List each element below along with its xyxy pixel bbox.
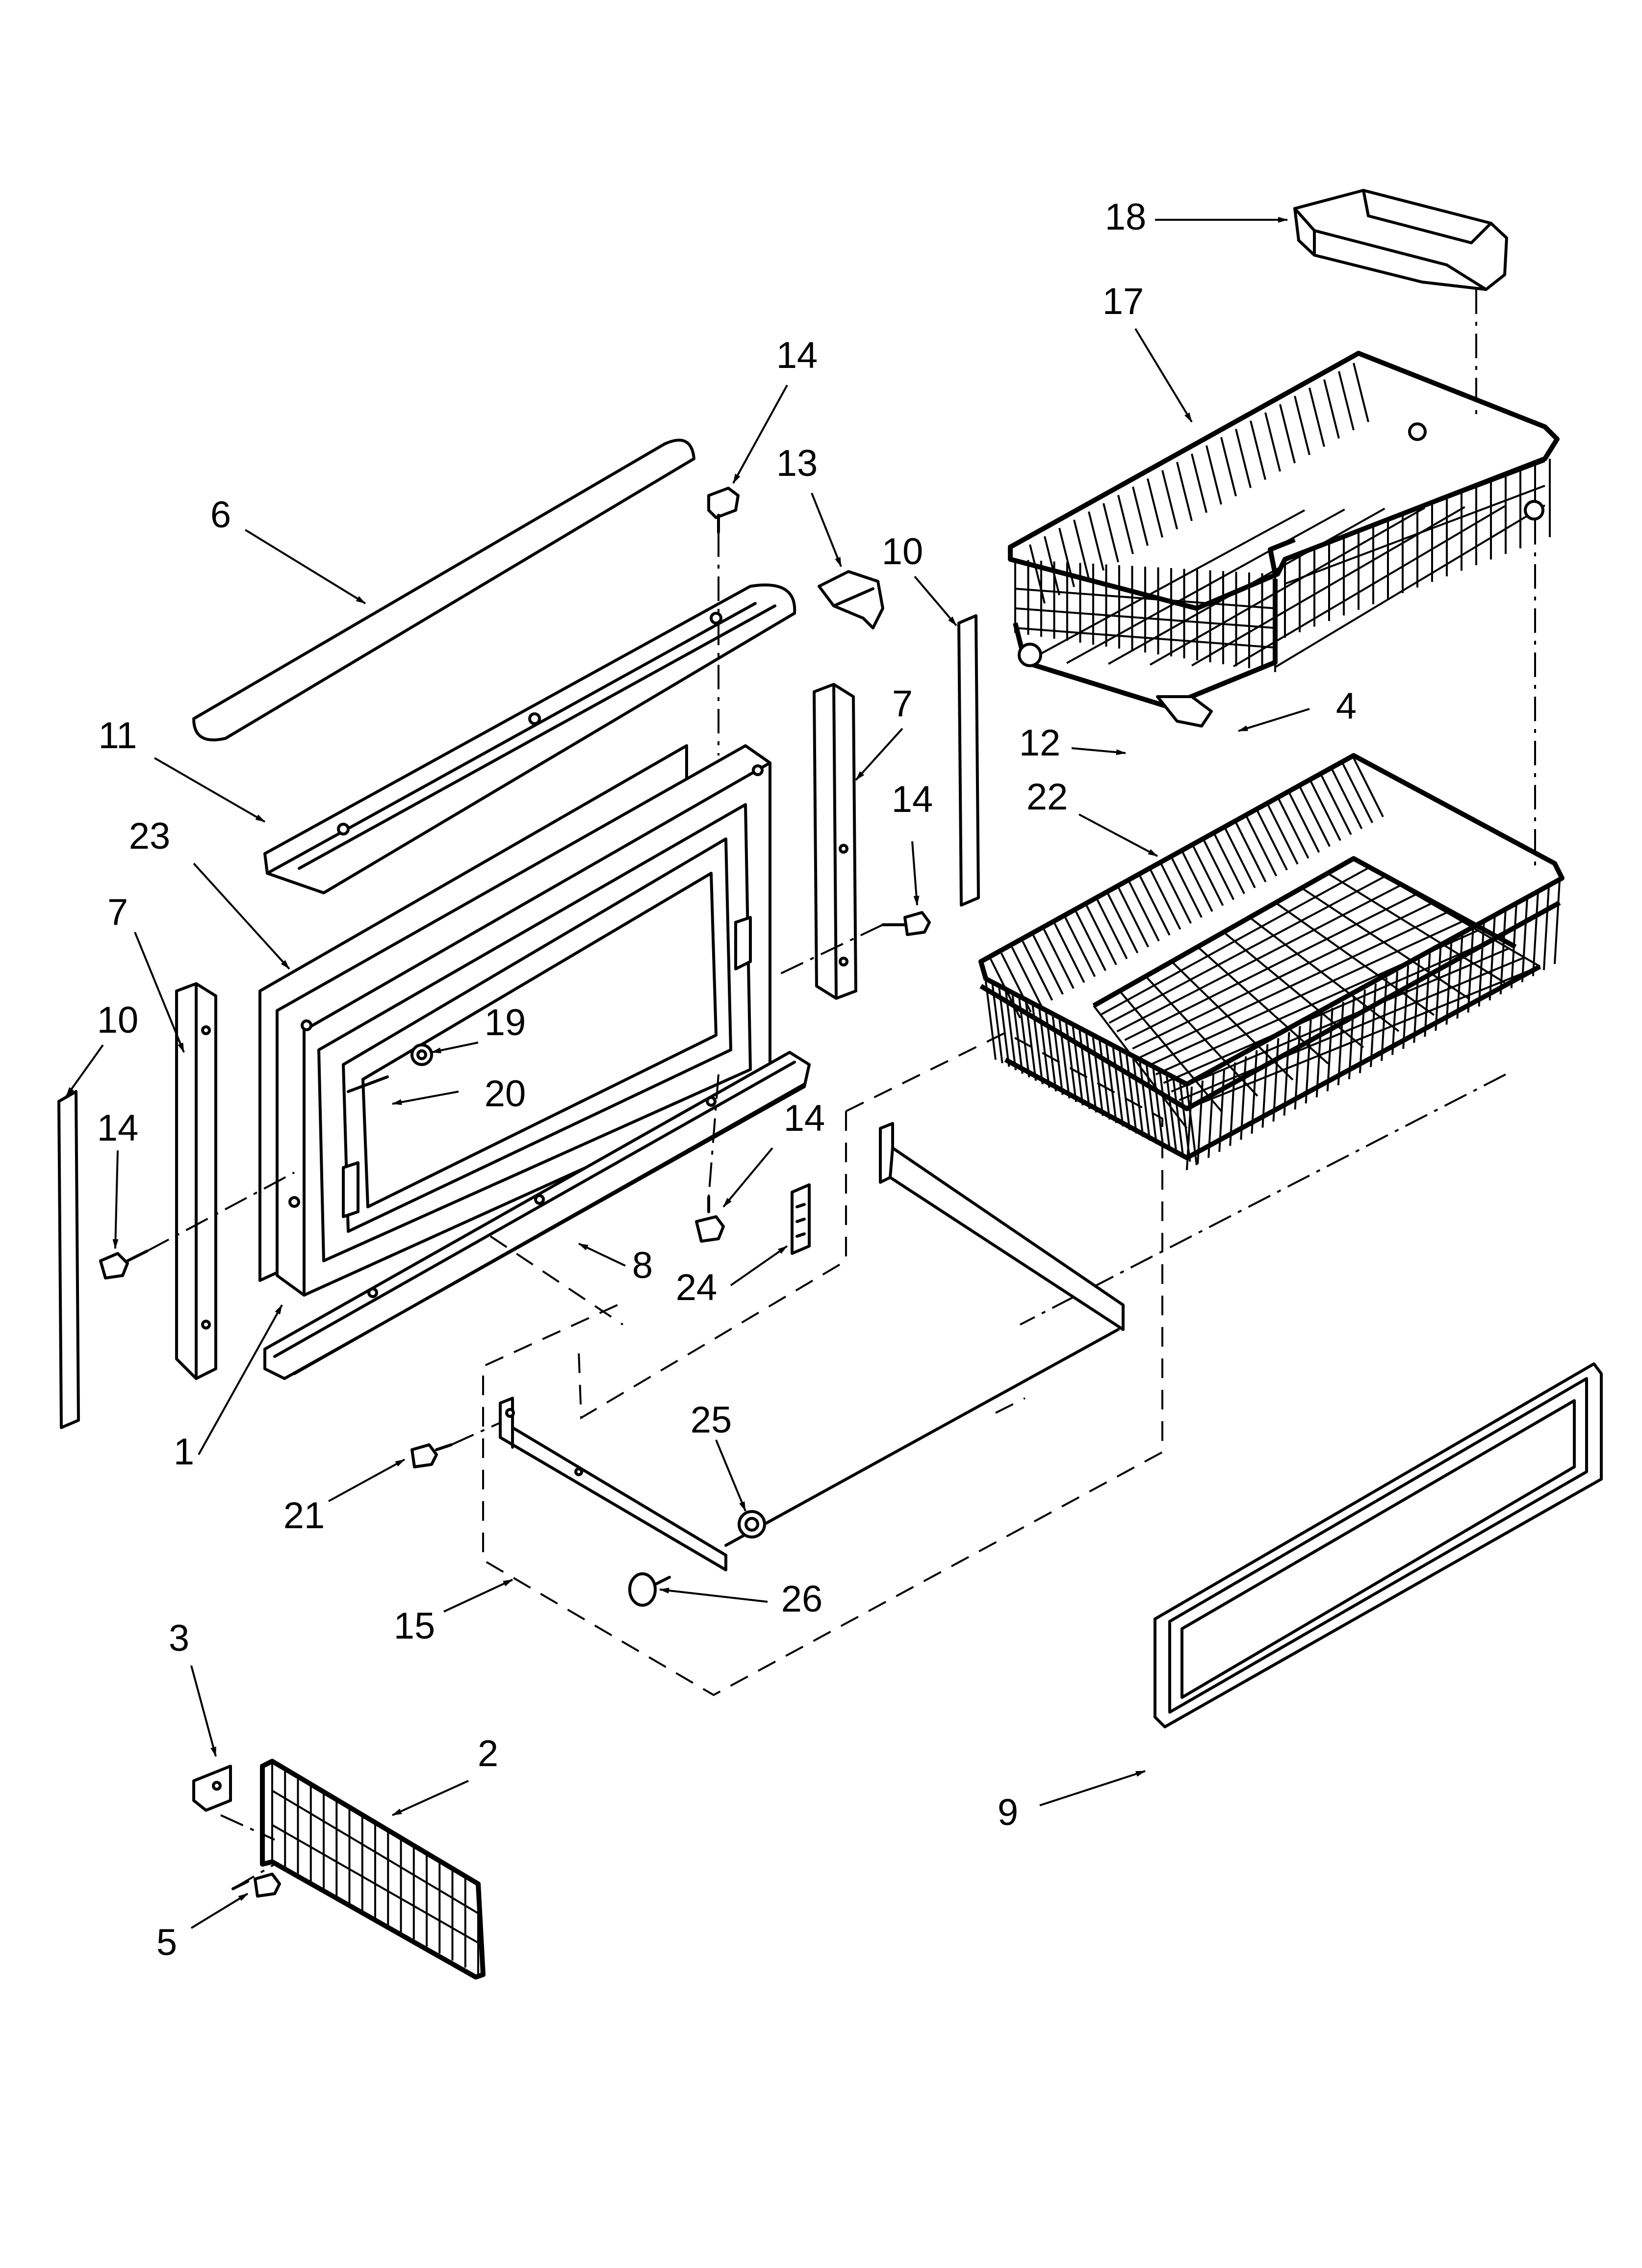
callout-9: 9: [998, 1792, 1018, 1833]
part-15-dashed-boundary: [482, 1031, 1163, 1696]
callout-25: 25: [691, 1399, 732, 1441]
callout-14-right: 14: [892, 779, 933, 820]
part-26-knob: [628, 1572, 671, 1607]
part-15-slide-assembly: [499, 1122, 1125, 1571]
screw-14-top: [707, 487, 740, 534]
part-24-bracket: [791, 1183, 811, 1255]
part-2-wire-divider: [260, 1759, 486, 1980]
part-25-roller: [738, 1510, 766, 1538]
callout-15: 15: [394, 1605, 436, 1647]
part-20-pin: [347, 1075, 389, 1093]
part-21-screw: [410, 1443, 453, 1468]
part-10-right-strip: [957, 614, 980, 907]
callout-7-left: 7: [107, 891, 128, 933]
part-3-bracket: [192, 1765, 232, 1812]
callout-22: 22: [1026, 776, 1068, 818]
callout-4: 4: [1336, 685, 1357, 727]
part-7-right-hinge-rail: [813, 683, 857, 1000]
callout-12: 12: [1019, 722, 1061, 764]
callout-14-top: 14: [776, 335, 818, 376]
part-13-clip: [818, 570, 884, 629]
callout-14-center: 14: [784, 1097, 825, 1139]
callout-26: 26: [781, 1578, 823, 1620]
callout-24: 24: [676, 1267, 718, 1308]
part-14-screws: [99, 487, 931, 1279]
screw-14-center: [695, 1196, 725, 1243]
part-6-trim-cap: [192, 439, 695, 742]
screw-14-right: [881, 911, 931, 936]
part-9-gasket: [1154, 1362, 1603, 1728]
callout-21: 21: [283, 1495, 325, 1537]
callout-18: 18: [1105, 196, 1147, 238]
callout-17: 17: [1103, 281, 1144, 322]
callout-8: 8: [632, 1245, 653, 1286]
callout-labels: 18 17 14 13 6 10 7 4 12 11 14 22 23 7 10…: [97, 196, 1357, 1963]
part-8-dashed-link: [489, 1235, 624, 1326]
callout-10-right: 10: [882, 531, 924, 573]
part-19-nut: [410, 1043, 433, 1066]
callout-23: 23: [129, 815, 171, 857]
part-7-left-hinge-rail: [175, 982, 217, 1380]
part-8-bottom-channel: [263, 1051, 811, 1380]
callout-7-right: 7: [892, 683, 913, 725]
part-22-lower-basket: [978, 753, 1565, 1171]
callout-3: 3: [169, 1617, 189, 1659]
callout-10-left: 10: [97, 999, 139, 1041]
callout-13: 13: [776, 443, 818, 484]
callout-19: 19: [485, 1002, 526, 1043]
callout-14-left: 14: [97, 1107, 139, 1149]
part-18-tray: [1293, 189, 1508, 291]
callout-6: 6: [210, 494, 231, 536]
screw-14-left: [99, 1250, 149, 1279]
part-1-door-frame: [276, 744, 771, 1297]
callout-11: 11: [99, 715, 137, 756]
door-assembly-lines: [147, 532, 883, 1890]
callout-5: 5: [156, 1922, 177, 1963]
part-10-left-strip: [57, 1090, 80, 1429]
callout-2: 2: [478, 1733, 498, 1774]
part-17-upper-basket: [1008, 351, 1560, 728]
part-11-handle: [263, 583, 796, 894]
callout-1: 1: [174, 1431, 194, 1473]
basket-alignment-lines: [1020, 289, 1536, 1326]
callout-20: 20: [485, 1073, 526, 1115]
callout-leaders: [65, 217, 1310, 1929]
